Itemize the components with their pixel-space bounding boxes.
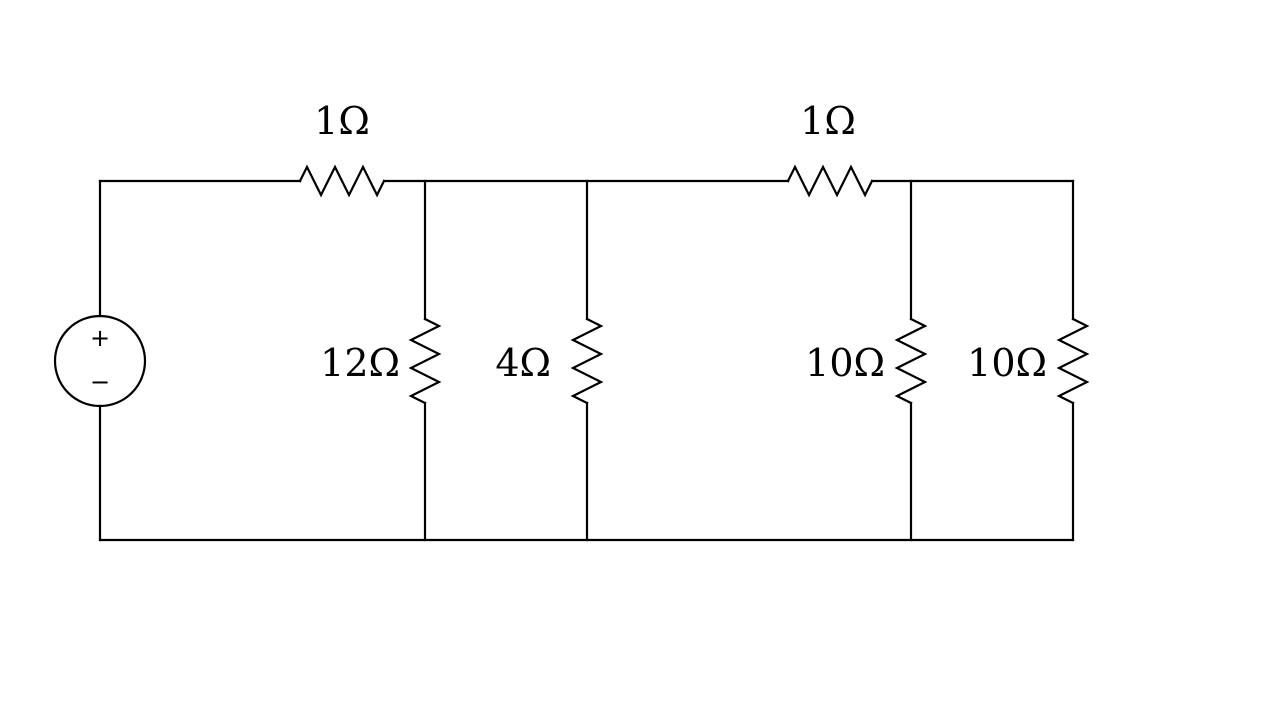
resistor-top-left [298,164,386,198]
voltage-source [53,314,147,408]
resistor-10b [1056,317,1090,405]
resistor-label-12: 12Ω [320,341,400,385]
resistor-label-10b: 10Ω [967,341,1047,385]
source-plus-sign: + [90,324,110,352]
resistor-top-right [786,164,874,198]
resistor-12 [408,317,442,405]
resistor-4 [570,317,604,405]
resistor-10a [894,317,928,405]
source-minus-sign: − [90,368,110,396]
resistor-label-4: 4Ω [495,341,551,385]
resistor-label-top-left: 1Ω [314,99,370,143]
resistor-label-10a: 10Ω [805,341,885,385]
resistor-label-top-right: 1Ω [800,99,856,143]
